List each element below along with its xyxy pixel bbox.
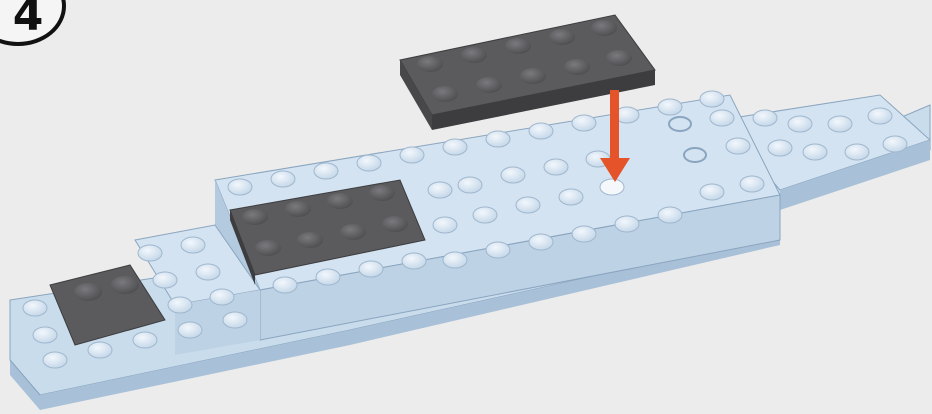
brick-assembly-illustration — [0, 0, 932, 414]
